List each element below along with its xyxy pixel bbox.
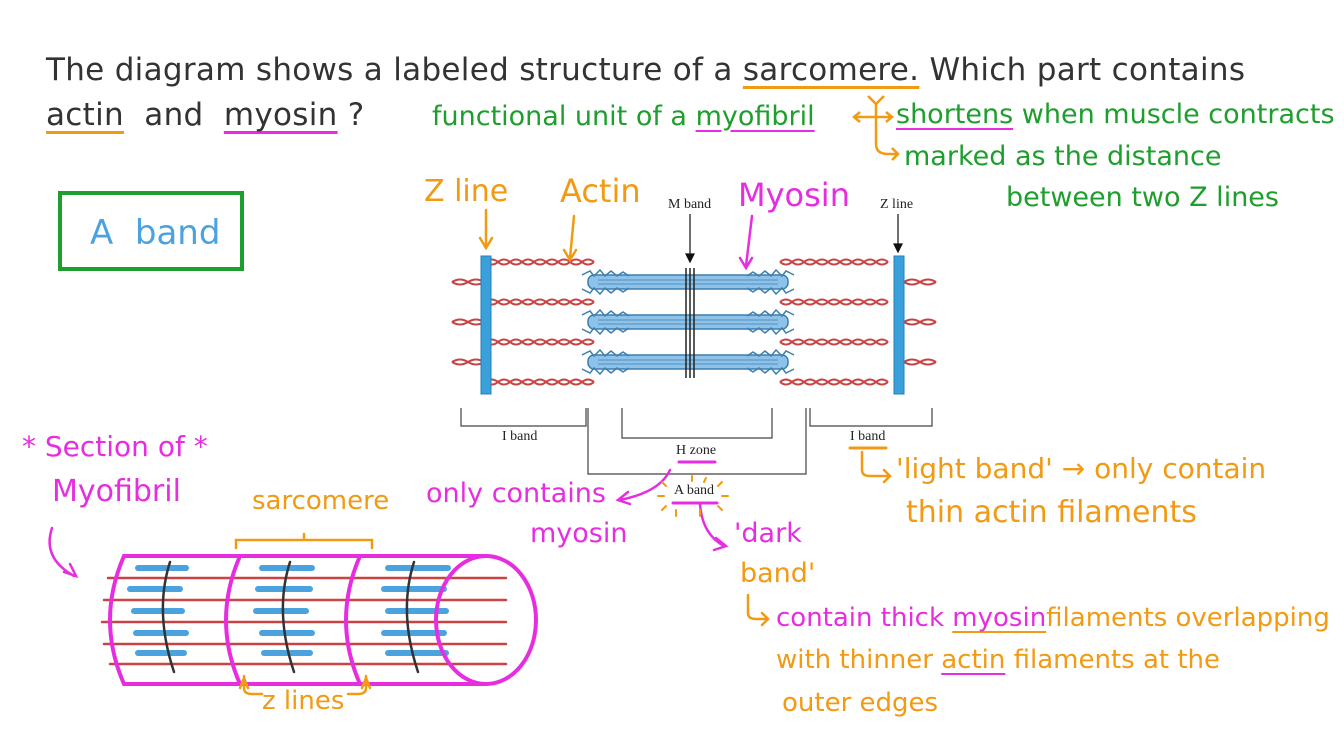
question-keyword-myosin: myosin [223, 97, 338, 133]
m-band-lines [685, 268, 695, 378]
annotation-only-myosin: myosin [530, 518, 628, 549]
annotation-contain-line-3: outer edges [782, 688, 939, 718]
actin-filaments-text: actin filaments [973, 495, 1197, 530]
annotation-light-band: 'light band' → only contain [896, 452, 1266, 485]
z-line-right [893, 255, 905, 395]
label-a-band: A band [674, 483, 715, 498]
z-line-left [480, 255, 492, 395]
annotation-contain-line-2: with thinner actin filaments at the [776, 645, 1220, 675]
note-shortens-keyword: shortens [896, 99, 1014, 130]
annotation-only-contains: only contains [426, 478, 606, 509]
myofibril-title-1: * Section of * [22, 430, 208, 463]
label-arrows [478, 208, 892, 627]
myofibril-z-lines-label: z lines [262, 686, 345, 716]
myosin-filaments [581, 269, 795, 375]
annotation-contain-line-1: contain thick myosinfilaments overlappin… [776, 603, 1330, 633]
contain-thick-text: contain thick [776, 603, 945, 633]
actin-outer [451, 278, 937, 366]
question-text-a: The diagram shows a labeled structure of… [46, 52, 733, 88]
contain-with-thinner: with thinner [776, 645, 933, 675]
annotation-thin-actin: thin actin filaments [906, 495, 1197, 530]
sarcomere-diagram [451, 214, 937, 475]
note-functional-unit: functional unit of a myofibril [432, 101, 815, 132]
actin-filaments-left [485, 258, 595, 386]
label-i-band-right: I band [850, 429, 886, 444]
label-z-line-hand: Z line [424, 174, 509, 209]
question-text-c: Which part contains [929, 52, 1246, 88]
question-keyword-sarcomere: sarcomere. [742, 52, 920, 88]
label-m-band: M band [668, 197, 712, 212]
a-band-glow [657, 475, 729, 517]
contain-myosin-keyword: myosin [952, 603, 1047, 633]
question-line-2: actin and myosin ? [46, 97, 364, 133]
answer-text: A band [90, 213, 221, 253]
annotation-dark-band-2: band' [740, 558, 816, 589]
contain-filaments-at-the: filaments at the [1013, 645, 1221, 675]
sarcomere-definition-arrows [852, 95, 900, 161]
printed-arrows [685, 214, 903, 264]
label-z-line-print: Z line [880, 197, 914, 212]
myofibril-sarcomere-label: sarcomere [252, 486, 390, 516]
label-i-band-left: I band [502, 429, 538, 444]
thin-text: thin [906, 495, 965, 530]
note-functional-unit-text: functional unit of a [432, 101, 687, 132]
contain-actin-keyword: actin [941, 645, 1006, 675]
myofibril-title-2: Myofibril [52, 474, 181, 509]
question-line-1: The diagram shows a labeled structure of… [46, 52, 1245, 88]
note-shortens-text: when muscle contracts [1021, 99, 1335, 130]
label-myosin-hand: Myosin [738, 176, 850, 214]
myofibril-drawing [48, 526, 538, 696]
note-marked-2: between two Z lines [1006, 182, 1279, 213]
note-shortens: shortens when muscle contracts [896, 99, 1335, 130]
note-marked-1: marked as the distance [904, 141, 1222, 172]
label-actin-hand: Actin [560, 172, 641, 210]
note-myofibril-keyword: myofibril [695, 101, 815, 132]
light-band-arrow: → [1061, 452, 1086, 485]
question-keyword-actin: actin [46, 97, 124, 133]
annotation-dark-band-1: 'dark [734, 518, 802, 549]
light-band-only-contain: only contain [1094, 452, 1267, 485]
question-mark: ? [347, 97, 365, 133]
band-brackets [460, 408, 933, 475]
light-band-text: 'light band' [896, 452, 1053, 485]
contain-filaments-text: filaments overlapping [1046, 603, 1330, 633]
question-text-and: and [144, 97, 204, 133]
actin-filaments-right [779, 258, 889, 386]
answer-box: A band [58, 191, 244, 271]
label-h-zone: H zone [676, 443, 717, 458]
